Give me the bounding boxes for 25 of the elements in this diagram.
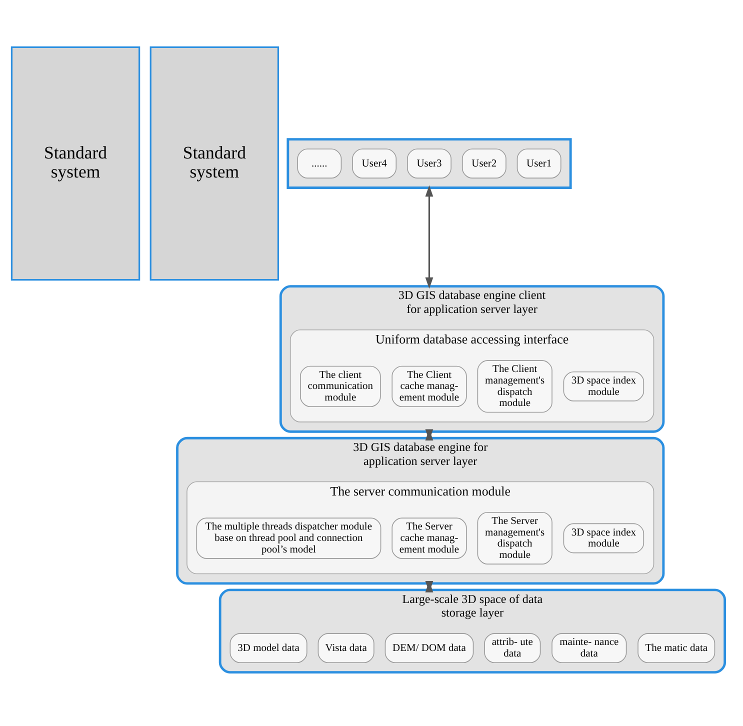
node-box: attrib- ute data xyxy=(484,633,541,664)
node-box: Standard system xyxy=(150,46,280,281)
node-box: 3D space index module xyxy=(563,523,644,554)
node-box: User2 xyxy=(462,148,506,178)
node-box: User3 xyxy=(407,148,452,178)
node-box: DEM/ DOM data xyxy=(384,633,474,664)
cluster xyxy=(286,138,572,189)
arrow xyxy=(425,429,434,441)
node-box: The Client management's dispatch module xyxy=(477,360,552,413)
node-box: User4 xyxy=(352,148,397,178)
node-box: The multiple threads dispatcher module base on thread pool and connection pool’s model xyxy=(196,518,382,559)
node-box: 3D space index module xyxy=(563,371,644,402)
node-box: The Server cache manag- ement module xyxy=(392,518,467,559)
node-box: The matic data xyxy=(638,633,716,664)
node-box: 3D model data xyxy=(230,633,308,664)
node-box: mainte- nance data xyxy=(552,633,627,664)
node-box: ...... xyxy=(297,148,342,178)
node-box: The Server management's dispatch module xyxy=(477,512,552,564)
arrow xyxy=(425,185,434,289)
node-box: Vista data xyxy=(318,633,374,664)
node-box: The Client cache manag- ement module xyxy=(392,366,467,408)
node-box: The client communication module xyxy=(300,366,381,408)
node-box: User1 xyxy=(516,148,562,178)
arrow xyxy=(425,581,434,592)
node-box: Standard system xyxy=(10,46,140,281)
